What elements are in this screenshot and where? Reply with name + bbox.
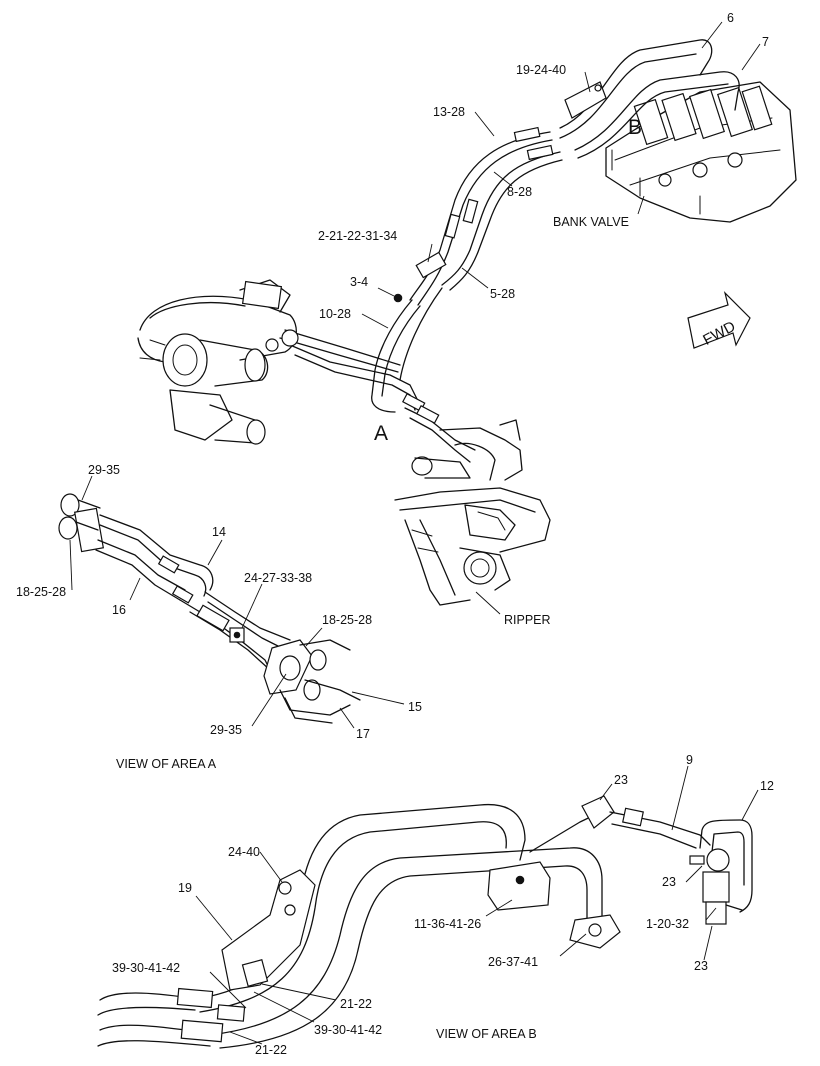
- area-a-marker: A: [374, 422, 388, 445]
- label-24-40: 24-40: [228, 845, 260, 859]
- label-9: 9: [686, 753, 693, 767]
- label-17: 17: [356, 727, 370, 741]
- label-6: 6: [727, 11, 734, 25]
- label-23-top: 23: [614, 773, 628, 787]
- label-29-35-top: 29-35: [88, 463, 120, 477]
- label-19-24-40: 19-24-40: [516, 63, 566, 77]
- label-ripper: RIPPER: [504, 613, 551, 627]
- label-14: 14: [212, 525, 226, 539]
- main-hose-assembly: FWD 6 7 19-24-40 13-28 B 8-28 BANK VALVE…: [137, 11, 797, 627]
- view-of-area-a-caption: VIEW OF AREA A: [116, 757, 217, 771]
- view-of-area-b-caption: VIEW OF AREA B: [436, 1027, 537, 1041]
- label-8-28: 8-28: [507, 185, 532, 199]
- label-39-30-41-42-b: 39-30-41-42: [314, 1023, 382, 1037]
- label-10-28: 10-28: [319, 307, 351, 321]
- label-1-20-32: 1-20-32: [646, 917, 689, 931]
- label-11-36-41-26: 11-36-41-26: [414, 917, 481, 931]
- label-23-bottom: 23: [694, 959, 708, 973]
- label-26-37-41: 26-37-41: [488, 955, 538, 969]
- view-area-b: 23 9 12 24-40 19 23 11-36-41-26 1-20-32 …: [97, 753, 774, 1057]
- label-16: 16: [112, 603, 126, 617]
- label-24-27-33-38: 24-27-33-38: [244, 571, 312, 585]
- label-19: 19: [178, 881, 192, 895]
- view-area-a: 29-35 14 24-27-33-38 18-25-28 16 18-25-2…: [16, 463, 422, 771]
- label-29-35-bottom: 29-35: [210, 723, 242, 737]
- ripper-assembly: [394, 419, 551, 606]
- left-cylinder-assembly: [137, 279, 299, 445]
- bank-valve: [605, 81, 797, 223]
- label-23-mid: 23: [662, 875, 676, 889]
- fwd-arrow: FWD: [687, 291, 751, 349]
- label-bank-valve: BANK VALVE: [553, 215, 629, 229]
- label-21-22-a: 21-22: [340, 997, 372, 1011]
- label-18-25-28-mid: 18-25-28: [322, 613, 372, 627]
- label-2-21-22-31-34: 2-21-22-31-34: [318, 229, 397, 243]
- label-18-25-28-left: 18-25-28: [16, 585, 66, 599]
- label-5-28: 5-28: [490, 287, 515, 301]
- label-39-30-41-42-a: 39-30-41-42: [112, 961, 180, 975]
- label-21-22-b: 21-22: [255, 1043, 287, 1057]
- label-13-28: 13-28: [433, 105, 465, 119]
- label-15: 15: [408, 700, 422, 714]
- label-7: 7: [762, 35, 769, 49]
- label-3-4: 3-4: [350, 275, 368, 289]
- label-12: 12: [760, 779, 774, 793]
- area-b-marker: B: [628, 116, 642, 139]
